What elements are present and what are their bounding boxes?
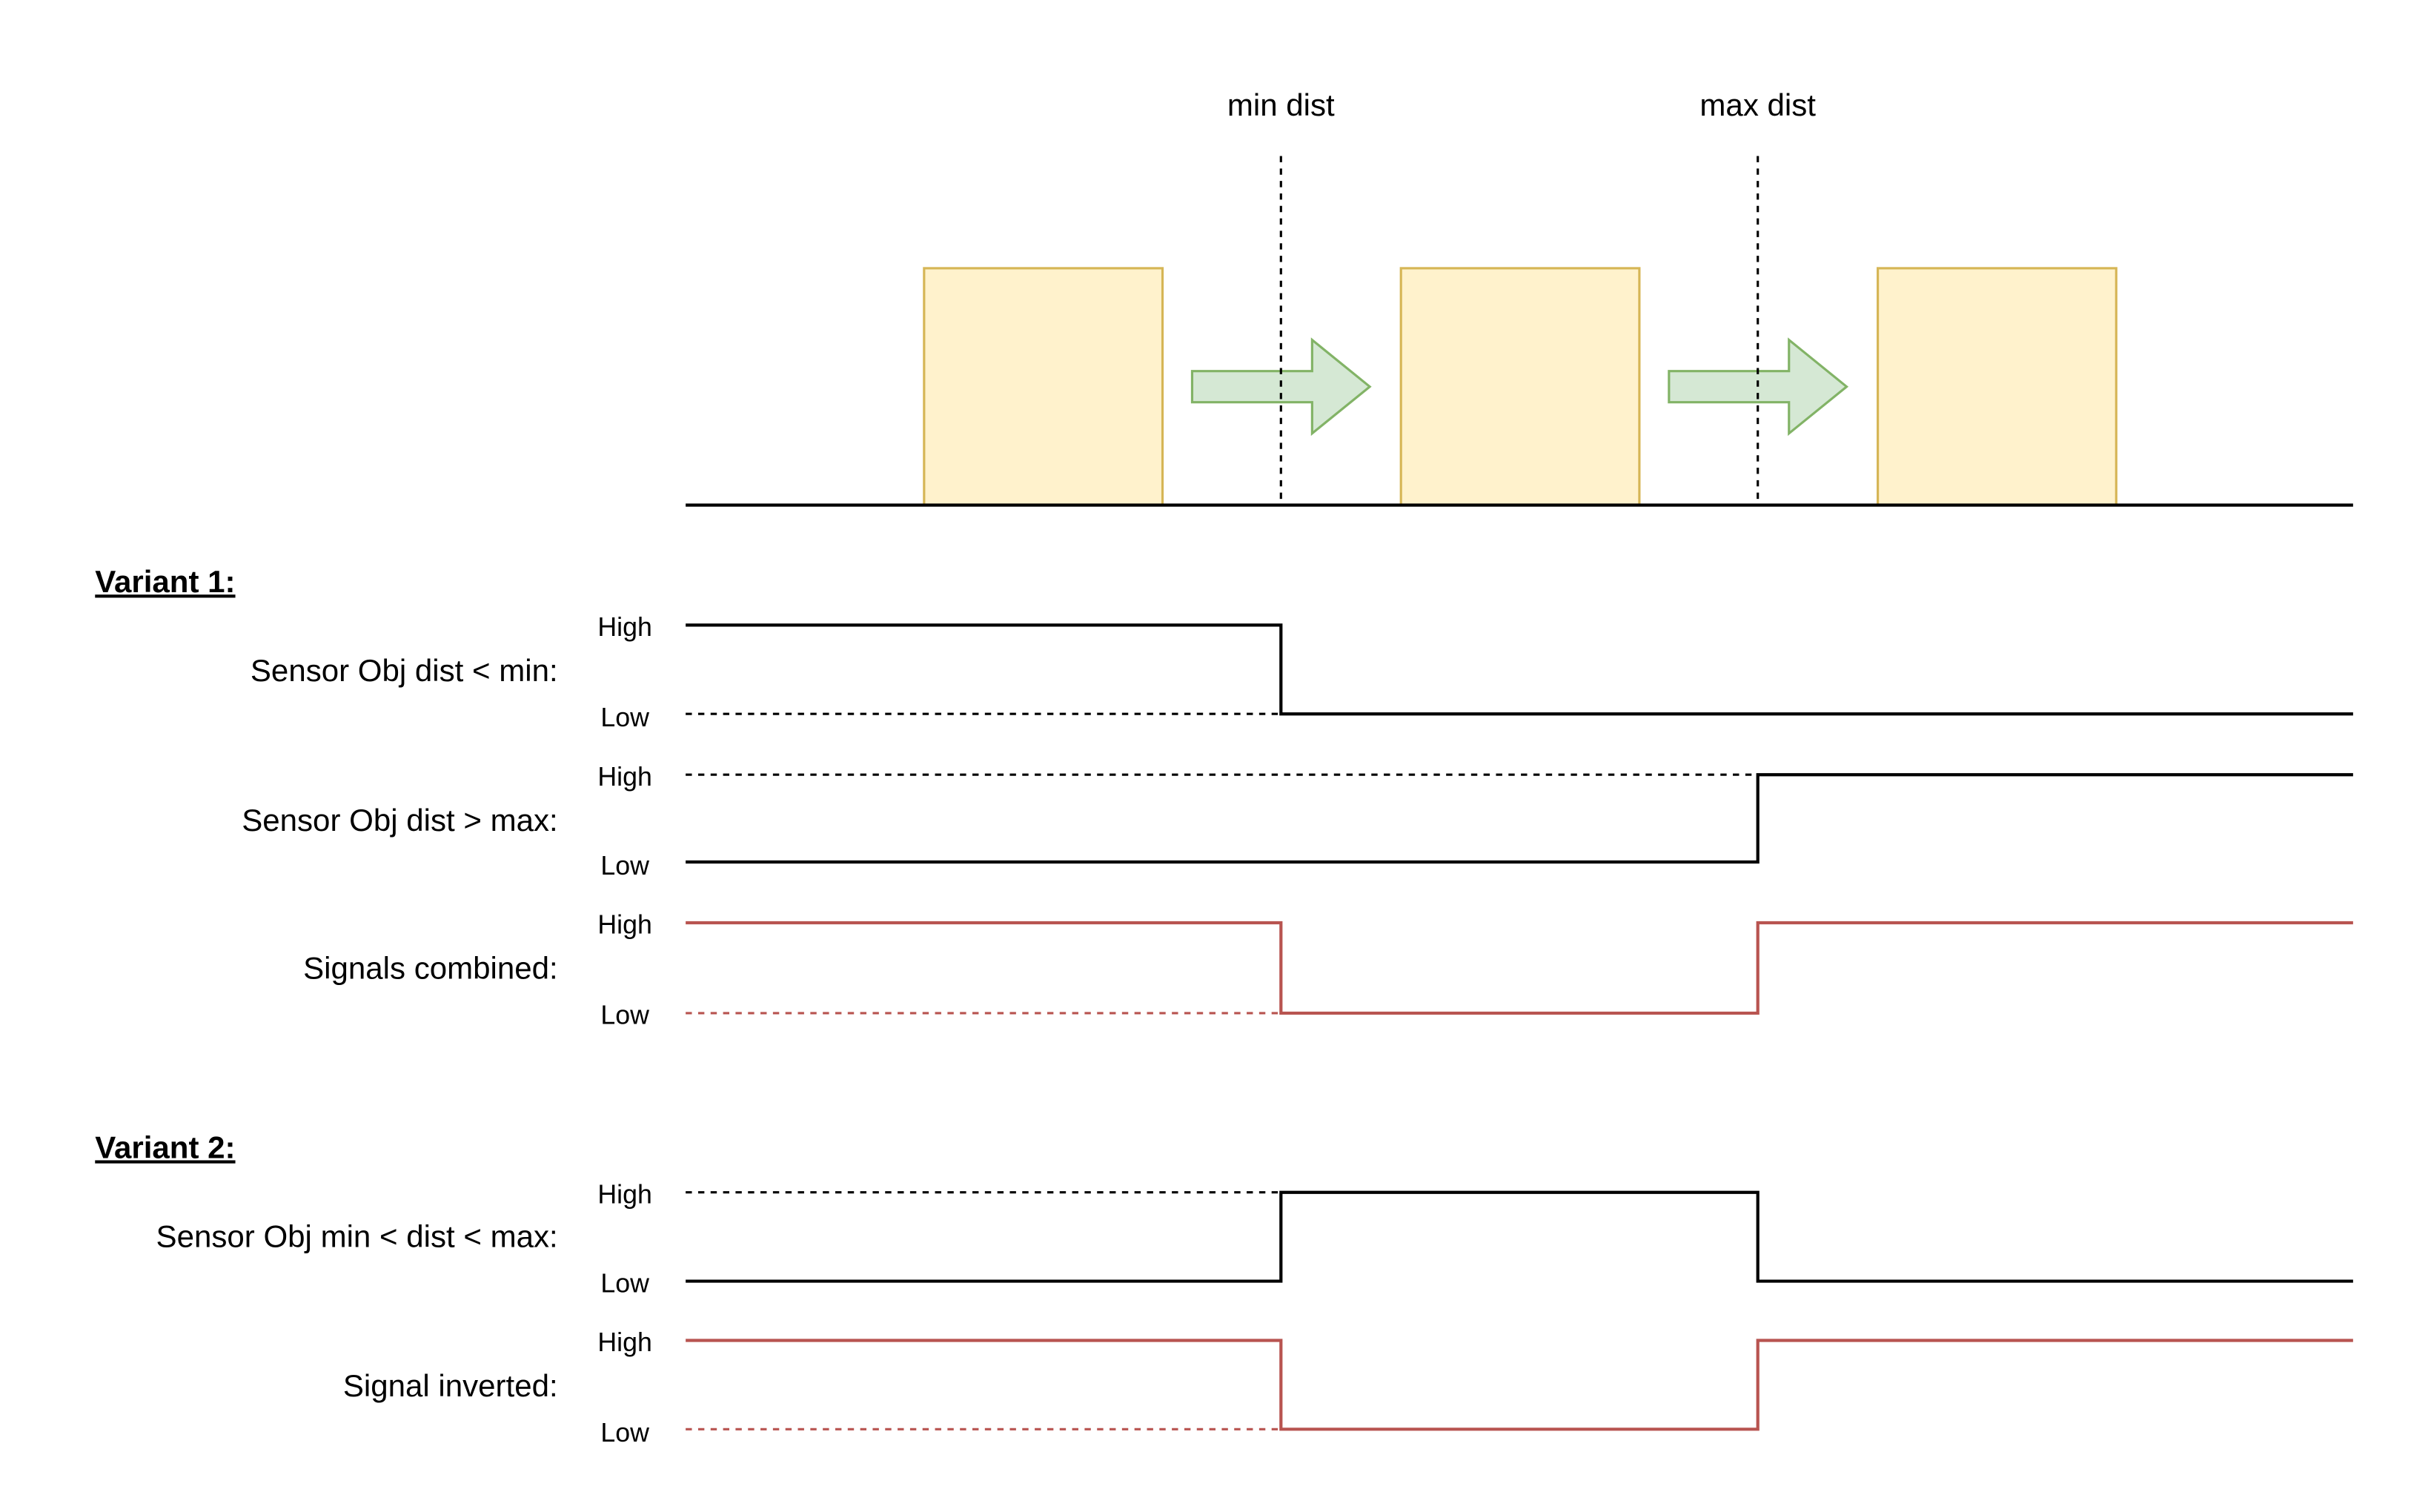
low-label: Low bbox=[600, 703, 649, 732]
signal-label: Signals combined: bbox=[303, 951, 558, 986]
signal-label: Sensor Obj dist > max: bbox=[242, 803, 557, 838]
low-label: Low bbox=[600, 1268, 649, 1298]
high-label: High bbox=[597, 1327, 652, 1357]
signal-trace-dist-lt-min bbox=[686, 623, 2353, 716]
low-label: Low bbox=[600, 851, 649, 881]
signal-trace-in-range bbox=[686, 1190, 2353, 1283]
high-label: High bbox=[597, 910, 652, 940]
signal-trace-dist-gt-max bbox=[686, 773, 2353, 864]
variant-2-title: Variant 2: bbox=[95, 1130, 235, 1164]
object-box-1 bbox=[923, 267, 1164, 507]
low-label: Low bbox=[600, 1418, 649, 1448]
object-box-2 bbox=[1399, 267, 1641, 507]
variant-1-title: Variant 1: bbox=[95, 564, 235, 599]
high-label: High bbox=[597, 762, 652, 792]
signal-trace-combined bbox=[686, 921, 2353, 1015]
signal-label: Signal inverted: bbox=[343, 1368, 558, 1403]
high-label: High bbox=[597, 612, 652, 642]
min-dist-label: min dist bbox=[1227, 87, 1335, 122]
signal-label: Sensor Obj min < dist < max: bbox=[156, 1218, 558, 1253]
signal-label: Sensor Obj dist < min: bbox=[251, 653, 558, 688]
max-dist-label: max dist bbox=[1699, 87, 1816, 122]
high-label: High bbox=[597, 1179, 652, 1209]
object-box-3 bbox=[1877, 267, 2117, 507]
low-label: Low bbox=[600, 1001, 649, 1030]
signal-trace-inverted bbox=[686, 1339, 2353, 1431]
